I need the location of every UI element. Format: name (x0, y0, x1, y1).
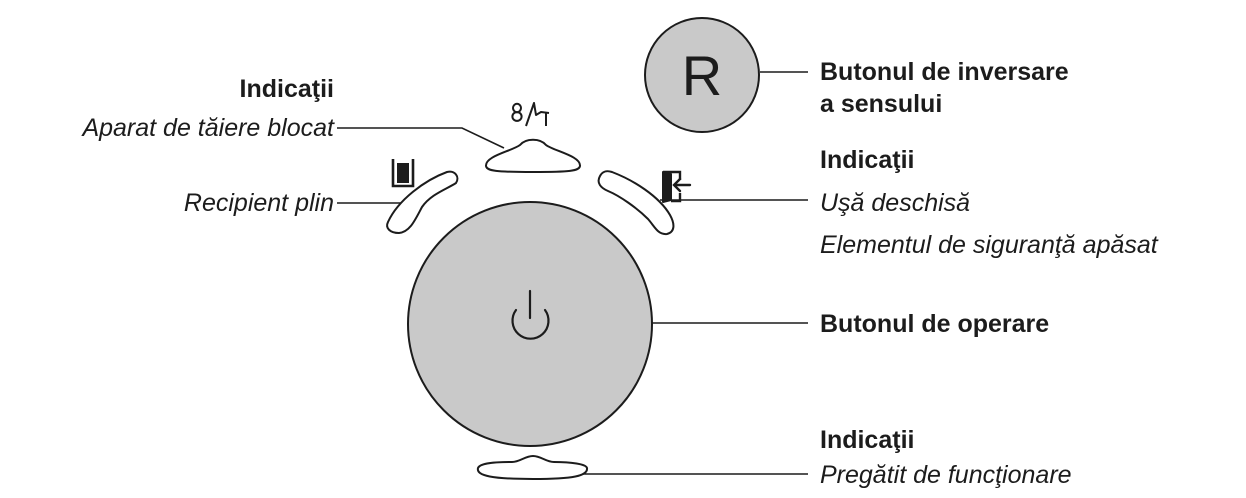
reverse-button-letter: R (682, 44, 722, 107)
ready-label: Pregătit de funcţionare (820, 461, 1072, 489)
reverse-button[interactable] (644, 17, 760, 133)
door-indications-heading: Indicaţii (820, 146, 915, 174)
ready-indicator (476, 454, 588, 481)
reverse-button-title-line2: a sensului (820, 90, 943, 118)
door-open-label: Uşă deschisă (820, 189, 971, 217)
cutter-blocked-label: Aparat de tăiere blocat (82, 114, 334, 142)
cutter-indicator (485, 138, 581, 174)
container-full-label: Recipient plin (183, 189, 334, 217)
cutter-leader-line (337, 127, 505, 149)
reverse-button-title-line1: Butonul de inversare (820, 58, 1069, 86)
operate-button-label: Butonul de operare (820, 310, 1050, 338)
container-indicator (386, 170, 459, 235)
left-indications-heading: Indicaţii (239, 75, 334, 103)
safety-pressed-label: Elementul de siguranţă apăsat (820, 231, 1158, 259)
door-open-icon (662, 170, 692, 203)
cutter-blocked-icon (511, 102, 550, 127)
door-indicator (597, 170, 675, 236)
power-icon (511, 289, 550, 340)
container-full-icon (391, 159, 415, 188)
operate-button[interactable] (407, 201, 653, 447)
ready-indications-heading: Indicaţii (820, 426, 915, 454)
